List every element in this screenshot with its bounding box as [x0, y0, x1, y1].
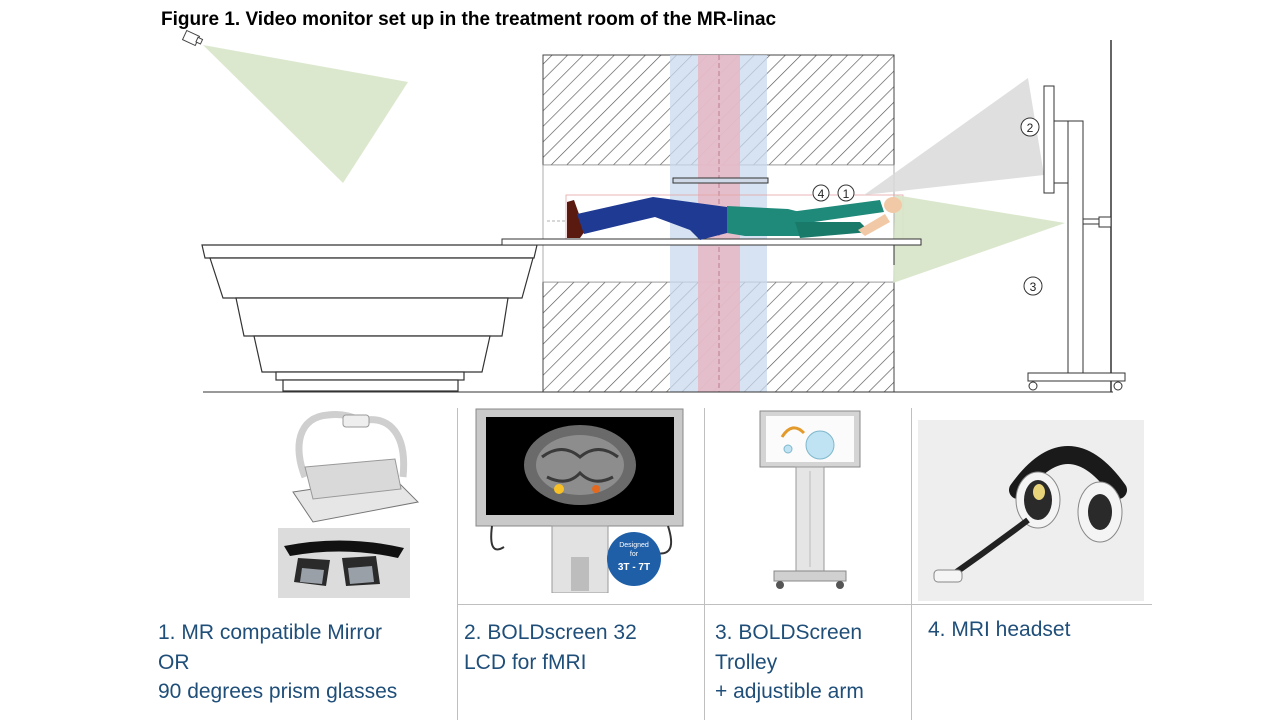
marker-4: 4	[812, 184, 830, 202]
camera-cone-right	[893, 195, 1065, 283]
prism-glasses-photo	[278, 528, 410, 598]
boldscreen-trolley	[1027, 40, 1126, 392]
marker-1: 1	[837, 184, 855, 202]
svg-text:3: 3	[1030, 280, 1037, 294]
camera-view-cone	[203, 45, 408, 183]
caption-boldscreen-line2: LCD for fMRI	[464, 650, 587, 674]
caption-trolley-line2: Trolley	[715, 650, 778, 674]
patient-couch	[201, 244, 538, 392]
caption-boldscreen-line1: 2. BOLDscreen 32	[464, 621, 637, 644]
caption-boldscreen: 2. BOLDscreen 32 LCD for fMRI	[464, 618, 637, 677]
mri-headset-photo	[918, 420, 1144, 601]
svg-text:2: 2	[1027, 121, 1034, 135]
svg-text:4: 4	[818, 187, 825, 201]
caption-headset-line1: 4. MRI headset	[928, 618, 1071, 641]
coil-bar	[672, 177, 769, 184]
caption-rule	[458, 604, 1152, 605]
ceiling-camera-icon	[181, 29, 204, 47]
figure-title: Figure 1. Video monitor set up in the tr…	[161, 9, 777, 30]
caption-mirror-line2: OR	[158, 650, 190, 674]
caption-trolley-line3: + adjustible arm	[715, 680, 864, 703]
mr-linac-diagram: 4 1 2 3	[181, 29, 1126, 393]
caption-trolley-line1: 3. BOLDScreen	[715, 621, 863, 644]
marker-2: 2	[1020, 117, 1040, 137]
badge-line-3: 3T - 7T	[618, 562, 650, 573]
divider-2	[704, 408, 705, 720]
badge-line-2: for	[630, 551, 639, 558]
mirror-photo	[283, 407, 423, 527]
caption-trolley: 3. BOLDScreen Trolley + adjustible arm	[715, 618, 864, 707]
couch-tabletop	[501, 238, 922, 246]
projector-cone	[864, 78, 1044, 195]
caption-mirror: 1. MR compatible Mirror OR 90 degrees pr…	[158, 618, 397, 707]
boldscreen-monitor-photo: Designed for 3T - 7T	[472, 407, 689, 593]
caption-mirror-line3: 90 degrees prism glasses	[158, 680, 398, 703]
patient-figure	[567, 197, 902, 240]
caption-mirror-line1: 1. MR compatible Mirror	[158, 621, 383, 644]
boldscreen-trolley-photo	[758, 407, 862, 591]
badge-line-1: Designed	[619, 542, 649, 549]
svg-text:1: 1	[843, 187, 850, 201]
marker-3: 3	[1023, 276, 1043, 296]
caption-headset: 4. MRI headset	[928, 615, 1070, 645]
divider-3	[911, 408, 912, 720]
divider-1	[457, 408, 458, 720]
